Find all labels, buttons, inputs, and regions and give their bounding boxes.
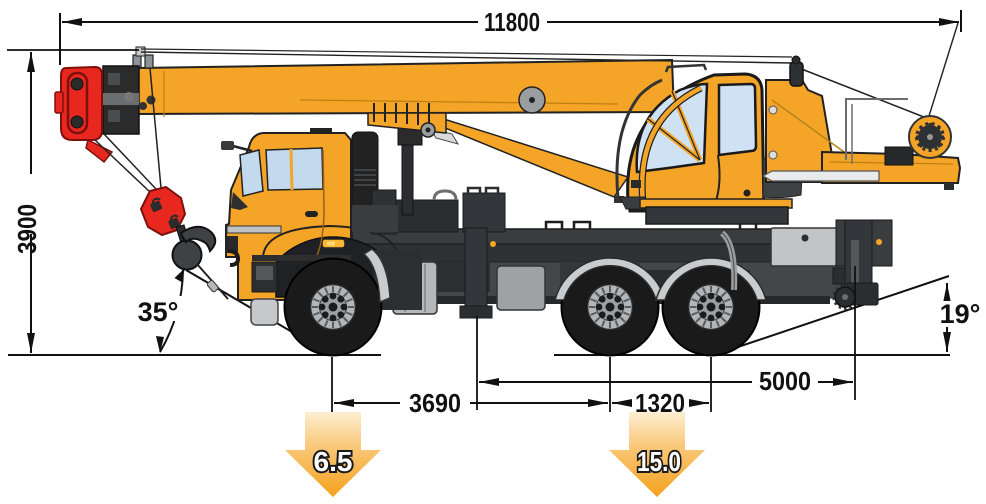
svg-text:5000: 5000	[759, 366, 811, 396]
svg-text:15.0: 15.0	[637, 446, 681, 477]
svg-text:3690: 3690	[409, 388, 461, 418]
svg-text:6.5: 6.5	[314, 446, 353, 477]
svg-text:11800: 11800	[484, 7, 540, 37]
svg-text:15.0: 15.0	[637, 446, 681, 477]
svg-text:3900: 3900	[12, 204, 42, 254]
svg-text:6.5: 6.5	[314, 446, 353, 477]
svg-text:35°: 35°	[138, 297, 179, 327]
svg-text:19°: 19°	[940, 299, 981, 329]
